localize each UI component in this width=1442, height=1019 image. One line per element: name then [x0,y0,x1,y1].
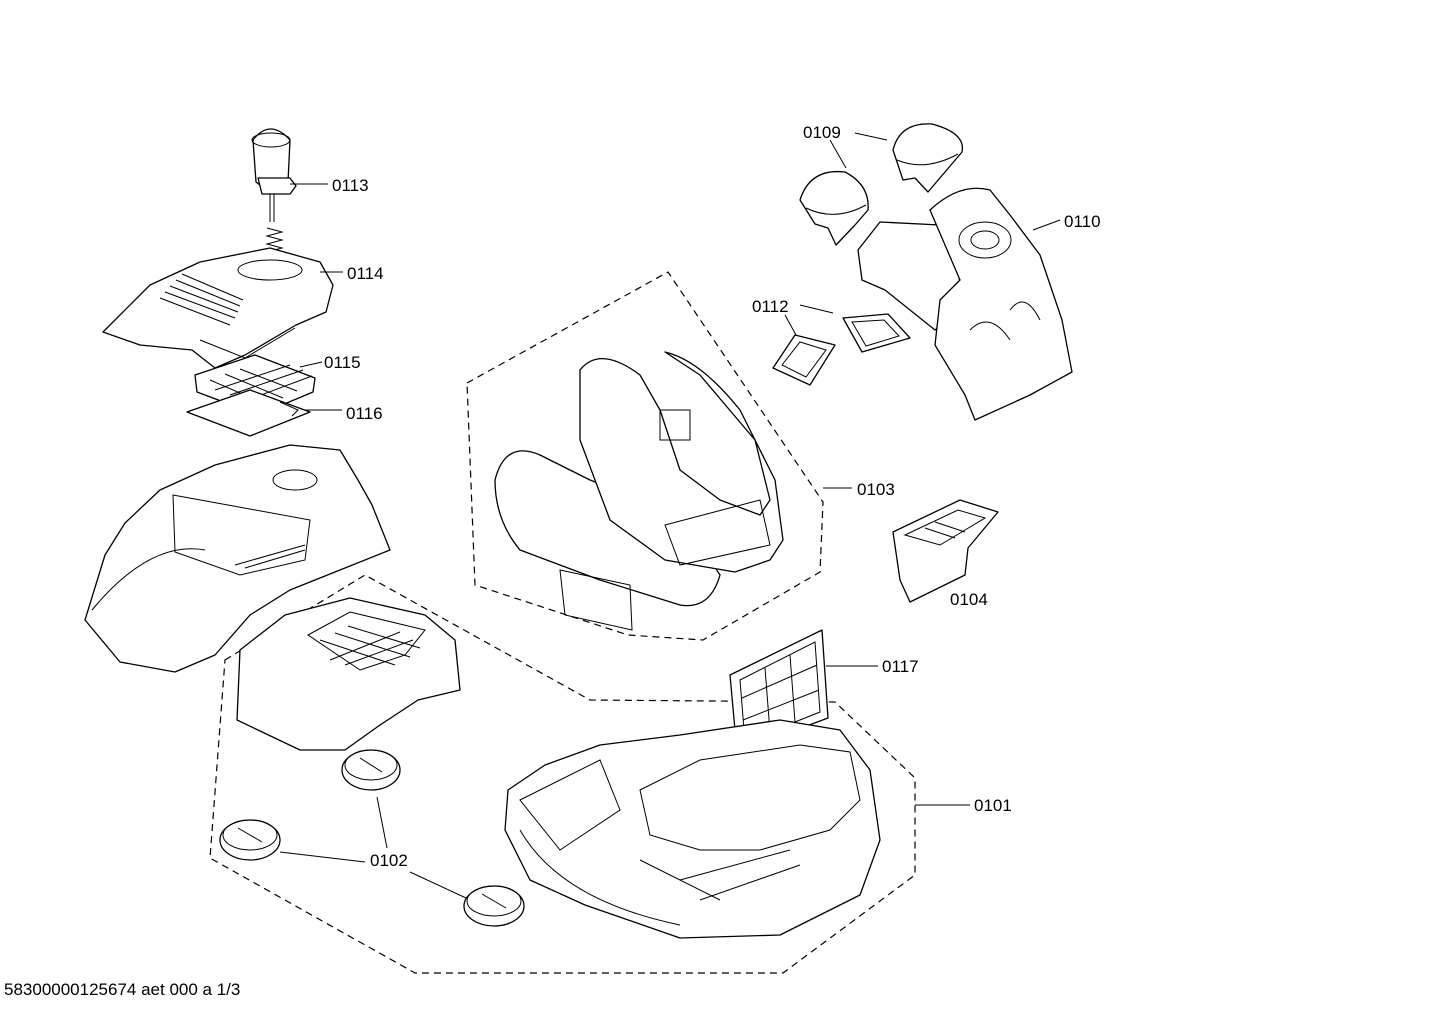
leader-0115 [299,361,323,368]
part-0114 [102,247,334,369]
part-0109-cap-2 [799,170,869,246]
part-0102-wheel-1 [341,749,401,791]
part-0112-pad-2 [842,313,911,353]
part-0102-wheel-2 [219,819,281,861]
part-0102-wheel-3 [463,885,525,927]
label-0104: 0104 [950,590,988,609]
part-0113 [251,128,297,222]
assembly-outline-0101 [209,574,916,974]
label-0102: 0102 [370,851,408,870]
leader-0102-c [409,871,467,899]
label-0101: 0101 [974,796,1012,815]
leader-0109-a [854,132,888,141]
leader-0110 [1032,219,1061,231]
part-upper-housing [84,444,391,673]
part-0101 [504,719,881,939]
label-0103: 0103 [857,480,895,499]
label-0112: 0112 [752,297,789,316]
label-0109: 0109 [803,123,841,142]
part-0112-pad-1 [772,334,836,386]
leader-0102-b [279,851,366,863]
label-0113: 0113 [332,176,369,195]
part-0104 [892,499,999,603]
label-0115: 0115 [324,353,361,372]
leader-0102-a [376,796,388,849]
part-0109-cap-1 [892,123,964,193]
leader-0109-b [829,139,847,169]
document-id: 58300000125674 aet 000 a 1/3 [4,980,241,999]
label-0116: 0116 [346,404,383,423]
part-0117 [729,629,829,753]
part-filter-housing [236,597,461,751]
label-0110: 0110 [1064,212,1101,231]
leader-0112-a [799,304,834,314]
part-0116 [186,389,311,437]
leader-0112-b [784,314,797,336]
part-0103 [494,351,784,631]
label-0114: 0114 [347,264,384,283]
part-0110 [857,187,1073,421]
label-0117: 0117 [882,657,919,676]
